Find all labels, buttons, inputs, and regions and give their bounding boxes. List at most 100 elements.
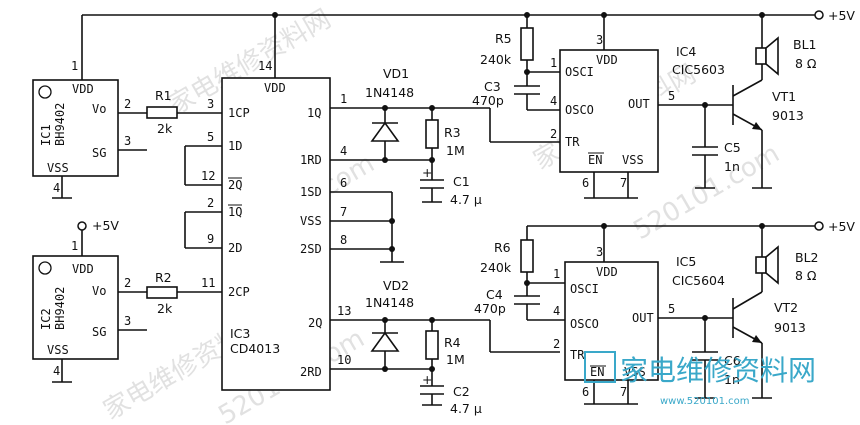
resistor-r1: R1 2k — [146, 88, 222, 136]
svg-text:VT2: VT2 — [774, 300, 798, 315]
svg-text:VSS: VSS — [47, 343, 69, 357]
diode-vd2: VD2 1N4148 — [365, 278, 432, 372]
svg-text:TR: TR — [570, 348, 585, 362]
speaker-bl2: BL2 8 Ω — [755, 226, 819, 292]
svg-text:+: + — [422, 165, 432, 180]
svg-text:VDD: VDD — [72, 82, 94, 96]
svg-text:EN: EN — [590, 365, 604, 379]
svg-text:VSS: VSS — [47, 161, 69, 175]
capacitor-c5: C5 1n — [692, 102, 741, 189]
svg-text:IC1: IC1 — [39, 124, 53, 146]
svg-text:3: 3 — [207, 97, 214, 111]
svg-text:1CP: 1CP — [228, 106, 250, 120]
svg-text:R4: R4 — [444, 335, 461, 350]
resistor-r4: R4 1M — [425, 317, 465, 372]
svg-text:3: 3 — [124, 314, 131, 328]
svg-text:2k: 2k — [157, 121, 173, 136]
svg-text:EN: EN — [588, 153, 602, 167]
svg-text:470p: 470p — [474, 301, 506, 316]
supply-terminal-top — [814, 10, 824, 20]
svg-text:8 Ω: 8 Ω — [795, 268, 817, 283]
svg-text:IC2: IC2 — [39, 308, 53, 330]
svg-text:4: 4 — [53, 181, 60, 195]
svg-text:VSS: VSS — [624, 365, 646, 379]
svg-text:OSCI: OSCI — [570, 282, 599, 296]
svg-text:13: 13 — [337, 304, 351, 318]
svg-text:C5: C5 — [724, 140, 741, 155]
ic5-cic5604: 3 VDD 1 OSCI 4 OSCO 2 TR EN VSS OUT 6 7 … — [553, 226, 733, 405]
capacitor-c3: C3 470p — [472, 71, 560, 111]
ic1-bh9402: 1 VDD Vo SG VSS IC1 BH9402 4 2 3 — [32, 15, 147, 199]
logo-url: www.520101.com — [660, 396, 750, 407]
svg-text:7: 7 — [340, 205, 347, 219]
svg-text:IC3: IC3 — [230, 326, 250, 341]
svg-text:IC5: IC5 — [676, 254, 696, 269]
svg-text:VDD: VDD — [596, 265, 618, 279]
transistor-vt2: VT2 9013 — [732, 291, 806, 399]
svg-text:OSCI: OSCI — [565, 65, 594, 79]
ic3-cd4013: 14 VDD 3 1CP 5 1D 12 2Q 2 1Q 9 2D 11 2CP… — [184, 15, 432, 391]
svg-text:4: 4 — [553, 304, 560, 318]
svg-text:2: 2 — [124, 276, 131, 290]
svg-text:R2: R2 — [155, 270, 172, 285]
resistor-r3: R3 1M — [425, 105, 465, 163]
svg-text:3: 3 — [596, 245, 603, 259]
svg-text:2: 2 — [550, 127, 557, 141]
svg-text:240k: 240k — [480, 260, 512, 275]
svg-text:1n: 1n — [724, 159, 740, 174]
svg-text:R3: R3 — [444, 125, 461, 140]
svg-text:1M: 1M — [446, 143, 465, 158]
svg-text:470p: 470p — [472, 93, 504, 108]
svg-text:1N4148: 1N4148 — [365, 85, 414, 100]
svg-text:R6: R6 — [494, 240, 511, 255]
svg-text:9: 9 — [207, 232, 214, 246]
svg-text:2Q: 2Q — [228, 178, 242, 192]
svg-text:12: 12 — [201, 169, 215, 183]
capacitor-c1: + C1 4.7 μ — [420, 160, 482, 207]
svg-text:Vo: Vo — [92, 284, 106, 298]
svg-text:1: 1 — [553, 267, 560, 281]
svg-text:OUT: OUT — [632, 311, 654, 325]
diode-vd1: VD1 1N4148 — [365, 66, 432, 163]
svg-text:10: 10 — [337, 353, 351, 367]
svg-text:SG: SG — [92, 146, 106, 160]
svg-text:240k: 240k — [480, 52, 512, 67]
svg-text:2: 2 — [553, 337, 560, 351]
svg-text:VDD: VDD — [72, 262, 94, 276]
svg-text:1: 1 — [340, 92, 347, 106]
capacitor-c4: C4 470p — [474, 282, 565, 321]
svg-text:C4: C4 — [486, 287, 503, 302]
svg-text:1RD: 1RD — [300, 153, 322, 167]
svg-text:+5V: +5V — [828, 219, 855, 234]
svg-text:5: 5 — [668, 302, 675, 316]
transistor-vt1: VT1 9013 — [732, 79, 804, 189]
svg-text:2RD: 2RD — [300, 365, 322, 379]
svg-text:BL2: BL2 — [795, 250, 819, 265]
svg-text:BL1: BL1 — [793, 37, 817, 52]
ic2-bh9402: +5V 1 VDD Vo SG VSS IC2 BH9402 4 2 3 — [32, 218, 147, 383]
svg-text:7: 7 — [620, 176, 627, 190]
svg-text:5: 5 — [668, 89, 675, 103]
svg-text:BH9402: BH9402 — [53, 287, 67, 330]
svg-text:R1: R1 — [155, 88, 172, 103]
svg-text:1Q: 1Q — [307, 106, 321, 120]
svg-text:2: 2 — [124, 97, 131, 111]
capacitor-c6: C6 1n — [692, 315, 741, 399]
svg-text:2: 2 — [207, 196, 214, 210]
resistor-r6: R6 240k — [480, 226, 534, 286]
svg-text:1n: 1n — [724, 372, 740, 387]
logo-text: 家电维修资料网 — [620, 354, 816, 387]
svg-text:8: 8 — [340, 233, 347, 247]
svg-text:14: 14 — [258, 59, 272, 73]
svg-text:4.7 μ: 4.7 μ — [450, 192, 482, 207]
svg-text:IC4: IC4 — [676, 44, 696, 59]
speaker-bl1: BL1 8 Ω — [755, 15, 817, 80]
svg-text:C1: C1 — [453, 174, 470, 189]
svg-text:3: 3 — [124, 134, 131, 148]
svg-text:VDD: VDD — [596, 53, 618, 67]
svg-text:VSS: VSS — [300, 214, 322, 228]
svg-text:VD1: VD1 — [383, 66, 409, 81]
svg-text:1Q: 1Q — [228, 205, 242, 219]
svg-text:CD4013: CD4013 — [230, 341, 280, 356]
